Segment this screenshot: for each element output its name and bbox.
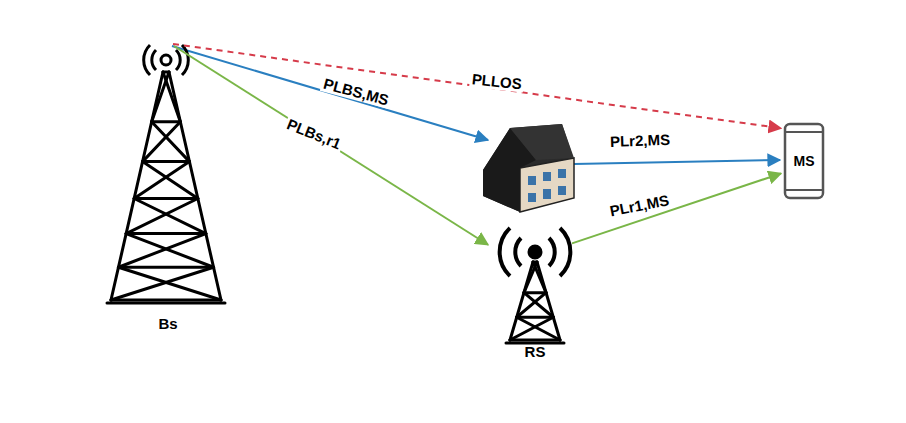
tower-strut (111, 267, 214, 300)
path-loss-label: PLLOS (469, 70, 524, 93)
relay-station: RS (490, 226, 580, 360)
tower-strut (118, 267, 221, 300)
tower-strut (517, 317, 560, 340)
tower-strut (510, 339, 560, 342)
node-label: MS (794, 153, 815, 169)
tower-strut (143, 122, 181, 162)
node-label: RS (525, 343, 546, 360)
path-loss-label: PLr1,MS (606, 191, 672, 220)
tower-lattice (107, 72, 564, 343)
tower-strut (126, 198, 198, 233)
access-link (572, 173, 781, 243)
los-link (173, 44, 781, 128)
relay-link (174, 46, 488, 245)
path-loss-label: PLBs,r1 (283, 115, 346, 154)
tower-strut (510, 317, 553, 340)
signal-line (574, 160, 780, 164)
tower-strut (111, 299, 221, 302)
tower-strut (134, 162, 189, 199)
tower-strut (152, 72, 169, 122)
mobile-station: MS (783, 122, 825, 200)
path-loss-label: PLBS,MS (320, 74, 393, 109)
tower-strut (152, 122, 190, 162)
base-station: Bs (105, 40, 231, 332)
tower-strut (118, 266, 213, 269)
tower-strut (524, 293, 553, 318)
tower-strut (118, 234, 205, 268)
tower-strut (143, 160, 190, 163)
building-icon (483, 124, 574, 212)
tower-strut (107, 302, 225, 305)
signal-line (172, 46, 488, 140)
node-label: Bs (158, 315, 177, 332)
tower-strut (143, 162, 198, 199)
tower-strut (517, 316, 554, 319)
tower-strut (152, 120, 181, 123)
tower-strut (517, 293, 546, 318)
tower-strut (126, 234, 213, 268)
tower-strut (134, 197, 198, 200)
tower-strut (524, 262, 537, 293)
path-loss-label: PLr2,MS (608, 131, 673, 150)
tower-strut (126, 232, 206, 235)
tower-strut (134, 198, 206, 233)
